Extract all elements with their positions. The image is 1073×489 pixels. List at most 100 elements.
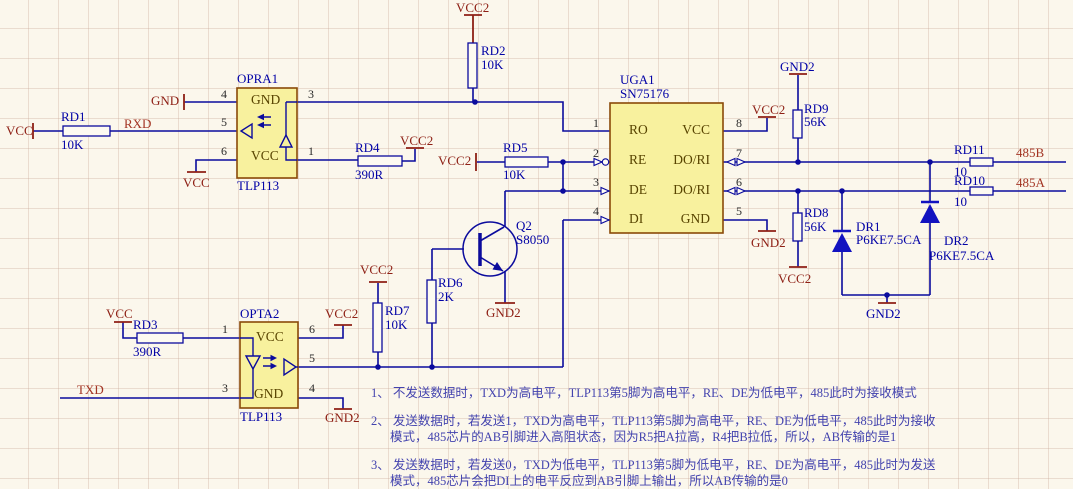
- de-pin-arrow: [600, 186, 611, 196]
- uga1-ro-pin-name: RO: [629, 122, 648, 137]
- uga1-gnd-pin-name: GND: [650, 211, 710, 226]
- uga1-dori7-pin-name: DO/RI: [650, 152, 710, 167]
- ic-boxes: [236, 87, 724, 409]
- rd8-value: 56K: [804, 219, 827, 234]
- opta2-pin1-num: 1: [222, 322, 228, 336]
- opta2-pin3-num: 3: [222, 381, 228, 395]
- rd6-value: 2K: [438, 289, 454, 304]
- rd11-ref: RD11: [954, 142, 985, 157]
- power-label-vcc-rd3: VCC: [106, 306, 133, 321]
- dr1-ref: DR1: [856, 219, 881, 234]
- uga1-de-pin-name: DE: [629, 182, 647, 197]
- diodes: [832, 200, 940, 252]
- do-ri7-arrow-left: [725, 157, 736, 167]
- rd9-body: [792, 109, 803, 139]
- power-label-gnd-opra1: GND: [151, 93, 180, 108]
- uga1-gnd-text: GND: [680, 211, 710, 226]
- q2-value: S8050: [516, 232, 550, 247]
- uga1-body: [609, 102, 724, 234]
- uga1-vcc-pin-name: VCC: [650, 122, 710, 137]
- uga1-pin7-num: 7: [736, 146, 742, 160]
- dr2-triangle: [920, 204, 940, 223]
- opra1-ref: OPRA1: [237, 71, 279, 86]
- power-label-vcc2-rd2: VCC2: [456, 0, 490, 15]
- rd1-body: [62, 125, 111, 137]
- rd11-body: [969, 157, 994, 167]
- rd8-body: [792, 212, 803, 242]
- di-pin-arrow: [600, 215, 611, 225]
- opra1-part: TLP113: [237, 178, 280, 193]
- uga1-dori7-text: DO/RI: [673, 152, 710, 167]
- rd2-body: [467, 42, 478, 89]
- rd2-ref: RD2: [481, 43, 506, 58]
- opra1-vcc-pin-name: VCC: [251, 148, 279, 163]
- opra1-gnd-pin-name: GND: [251, 92, 281, 107]
- note-1-line-1: 1、 不发送数据时，TXD为高电平，TLP113第5脚为高电平，RE、DE为低电…: [371, 386, 917, 400]
- dr2-value: P6KE7.5CA: [929, 248, 995, 263]
- uga1-pin8-num: 8: [736, 116, 742, 130]
- uga1-dori6-pin-name: DO/RI: [650, 182, 710, 197]
- uga1-vcc-text: VCC: [682, 122, 710, 137]
- uga1-part: SN75176: [620, 86, 670, 101]
- opta2-light-arrow-2: [270, 362, 277, 370]
- power-label-vcc2-rd8: VCC2: [778, 271, 812, 286]
- q2-circle: [462, 221, 518, 277]
- q2-leads: [479, 226, 505, 272]
- opta2-gnd-pin-name: GND: [254, 386, 284, 401]
- dr1-triangle: [832, 233, 852, 252]
- rd3-body: [136, 332, 184, 344]
- note-2-line-2: 模式，485芯片的AB引脚进入高阻状态，因为R5把A拉高，R4把B拉低，所以，A…: [390, 430, 897, 444]
- opra1-pin5-num: 5: [221, 115, 227, 129]
- rd8-ref: RD8: [804, 205, 829, 220]
- rd7-value: 10K: [385, 317, 408, 332]
- net-label-txd: TXD: [77, 382, 104, 397]
- uga1-pin1-num: 1: [593, 116, 599, 130]
- re-invert-bubble: [601, 158, 610, 166]
- net-label-rxd: RXD: [124, 116, 152, 131]
- uga1-re-pin-name: RE: [629, 152, 647, 167]
- opta2-internals: [240, 337, 298, 399]
- pin-io-glyphs: [593, 157, 747, 225]
- net-label-485b: 485B: [1016, 145, 1045, 160]
- uga1-pin5-num: 5: [736, 204, 742, 218]
- rd4-ref: RD4: [355, 140, 380, 155]
- q2-emitter-arrow: [492, 262, 503, 271]
- rd10-value: 10: [954, 194, 967, 209]
- note-2-line-1: 2、 发送数据时，若发送1，TXD为高电平，TLP113第5脚为高电平，RE、D…: [371, 414, 936, 428]
- power-label-vcc2-rd4: VCC2: [400, 133, 434, 148]
- dr1-value: P6KE7.5CA: [856, 232, 922, 247]
- opra1-pin1-num: 1: [308, 144, 314, 158]
- wire-segments: [33, 75, 1066, 409]
- power-label-vcc-left: VCC: [6, 123, 33, 138]
- rd2-value: 10K: [481, 57, 504, 72]
- rd5-body: [504, 156, 549, 168]
- opta2-detector-triangle: [283, 357, 298, 377]
- opta2-pin4-num: 4: [309, 381, 315, 395]
- rd1-ref: RD1: [61, 109, 86, 124]
- wires: [33, 75, 1066, 409]
- opta2-pin5-num: 5: [309, 351, 315, 365]
- q2-ref: Q2: [516, 218, 532, 233]
- rd10-body: [969, 186, 994, 196]
- opta2-ref: OPTA2: [240, 306, 280, 321]
- note-3-line-1: 3、 发送数据时，若发送0，TXD为低电平，TLP113第5脚为低电平，RE、D…: [371, 458, 936, 472]
- power-label-vcc2-uga1: VCC2: [752, 102, 786, 117]
- opra1-body: [236, 87, 298, 179]
- power-label-gnd2-uga1: GND2: [751, 235, 786, 250]
- uga1-pin3-num: 3: [593, 175, 599, 189]
- uga1-dori6-text: DO/RI: [673, 182, 710, 197]
- power-label-vcc2-rd7: VCC2: [360, 262, 394, 277]
- rd3-value: 390R: [133, 344, 162, 359]
- uga1-pin6-num: 6: [736, 175, 742, 189]
- rd4-body: [357, 155, 403, 167]
- uga1-pin2-num: 2: [593, 146, 599, 160]
- opta2-light-arrow-1: [270, 354, 277, 362]
- opra1-light-arrow-1: [257, 113, 264, 121]
- rd10-ref: RD10: [954, 173, 986, 188]
- uga1-ref: UGA1: [620, 72, 655, 87]
- rd5-value: 10K: [503, 167, 526, 182]
- opra1-detector-triangle: [278, 133, 294, 148]
- opta2-body: [239, 321, 299, 409]
- rd3-ref: RD3: [133, 317, 158, 332]
